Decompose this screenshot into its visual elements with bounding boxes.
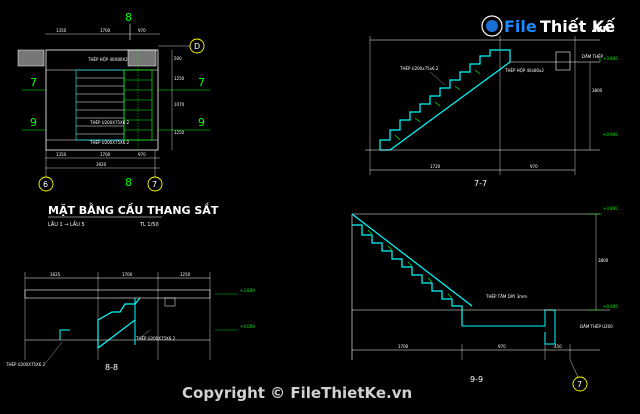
logo-file-text: File <box>504 17 537 36</box>
section99-landing <box>462 309 556 345</box>
section77-note-2: THÉP HỘP 40x80x2 <box>504 68 544 73</box>
section99-level-bottom: +0.000 <box>603 304 618 309</box>
section77-dim-bottom-1: 1720 <box>430 164 441 169</box>
grid-label-7-left: 7 <box>30 76 37 89</box>
section88-level-bottom: +0.000 <box>240 324 255 329</box>
section88-dim-top-2: 1700 <box>122 272 133 277</box>
grid-label-7-right: 7 <box>198 76 205 89</box>
logo-center-icon <box>486 20 498 32</box>
plan-dim-right-1: 500 <box>174 56 182 61</box>
section77-beam <box>555 51 571 71</box>
plan-title: MẶT BẰNG CẦU THANG SẮT <box>48 202 219 217</box>
section99-level-top: +3.800 <box>603 206 618 211</box>
section77-level-bottom: +0.000 <box>603 132 618 137</box>
plan-dim-right-4: 1250 <box>174 130 185 135</box>
section99-grid-bubble-7 <box>572 376 588 392</box>
grid-label-8-bottom: 8 <box>125 176 132 189</box>
section88-note-2: THÉP U200X75X6.2 <box>135 336 176 341</box>
section88-dim-top-1: 1625 <box>50 272 61 277</box>
logo-name-text: Thiết Kế <box>540 17 616 36</box>
plan-note-3: THÉP U200X75X6.2 <box>89 140 130 145</box>
section77-label: 7-7 <box>474 179 487 188</box>
section99-dim-bottom-2: 970 <box>498 344 506 349</box>
plan-frame <box>45 49 159 151</box>
plan-dim-top-3: 970 <box>138 28 146 33</box>
grid-bubble-D-label: D <box>194 42 200 51</box>
plan-wall-right <box>127 49 157 67</box>
plan-dim-bottom-3: 970 <box>138 152 146 157</box>
section99-dim-bottom-1: 1700 <box>398 344 409 349</box>
section77-dim-height: 3800 <box>592 88 603 93</box>
plan-dim-total: 3920 <box>96 162 107 167</box>
plan-subtitle-right: TL 1/50 <box>139 222 159 228</box>
section88-note-1: THÉP U200X75X6.2 <box>5 362 46 367</box>
section99-note-1: THÉP TẤM DÀY 3mm <box>485 294 527 299</box>
copyright-watermark: Copyright © FileThietKe.vn <box>182 384 412 402</box>
plan-dim-top-2: 1700 <box>100 28 111 33</box>
logo-gear-icon <box>481 15 503 37</box>
section-9-9: THÉP TẤM DÀY 3mm DẦM THÉP U200 +3.800 +0… <box>351 206 618 392</box>
section77-level-top: +3.800 <box>603 56 618 61</box>
section77-stringer <box>379 49 511 150</box>
section-7-7: THÉP U200x75x6.2 THÉP HỘP 40x80x2 DẦM TH… <box>365 36 618 188</box>
watermark-logo: File Thiết Kế .vn <box>481 15 616 37</box>
plan-dim-right-2: 1250 <box>174 76 185 81</box>
section99-stringer <box>352 224 463 326</box>
plan-dim-bottom-1: 1350 <box>56 152 67 157</box>
plan-note-1: THÉP HỘP 40X80X2 <box>87 57 128 62</box>
section99-note-2: DẦM THÉP U200 <box>580 324 613 329</box>
section88-label: 8-8 <box>105 363 118 372</box>
logo-domain-text: .vn <box>591 22 610 35</box>
grid-label-9-right: 9 <box>198 116 205 129</box>
stair-plan-view: 8 1350 1700 970 <box>17 11 219 228</box>
plan-stair-flight-left <box>75 69 125 141</box>
plan-dim-right-3: 1070 <box>174 102 185 107</box>
section88-stringer <box>97 297 141 348</box>
section99-dim-height: 3800 <box>598 258 609 263</box>
section99-label: 9-9 <box>470 375 483 384</box>
section77-note-1: THÉP U200x75x6.2 <box>399 66 439 71</box>
plan-dim-top-1: 1350 <box>56 28 67 33</box>
grid-label-9-left: 9 <box>30 116 37 129</box>
plan-note-2: THÉP U200X75X6.2 <box>89 120 130 125</box>
section99-grid-bubble-7-label: 7 <box>577 380 582 389</box>
grid-bubble-7-label: 7 <box>152 180 157 189</box>
section99-dim-bottom-3: 450 <box>554 344 562 349</box>
section77-dim-bottom-2: 970 <box>530 164 538 169</box>
section88-level-top: +3.800 <box>240 288 255 293</box>
section77-note-right: DẦM THÉP <box>582 54 604 59</box>
plan-subtitle-left: LẦU 1 → LẦU 5 <box>48 220 85 228</box>
grid-bubble-6-label: 6 <box>43 180 48 189</box>
plan-wall-left <box>17 49 45 67</box>
plan-dim-bottom-2: 1700 <box>100 152 111 157</box>
section-8-8: 1625 1700 1250 +3.800 +0.000 THÉP U200X7… <box>5 272 255 372</box>
grid-label-8-top: 8 <box>125 11 132 24</box>
section88-dim-top-3: 1250 <box>180 272 191 277</box>
